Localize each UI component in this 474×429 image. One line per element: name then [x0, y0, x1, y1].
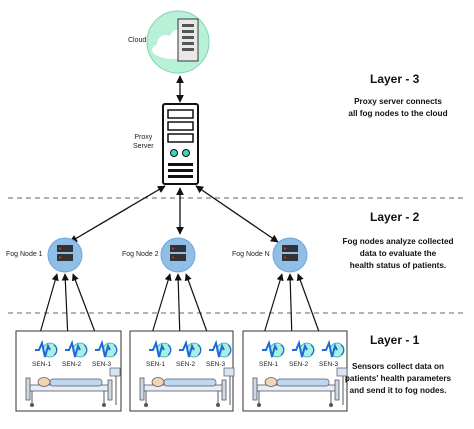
arrow-proxy-fog1 — [69, 185, 166, 243]
fog-node-n-label: Fog Node N — [232, 251, 270, 258]
layer-2-desc-line: data to evaluate the — [359, 249, 437, 258]
sensor-label: SEN-1 — [32, 361, 52, 368]
sensor-label: SEN-2 — [62, 361, 82, 368]
sensor-label: SEN-3 — [92, 361, 112, 368]
layer-1-desc-line: and send it to fog nodes. — [349, 386, 447, 395]
layer-3-desc: Proxy server connects all fog nodes to t… — [318, 96, 474, 120]
layer-2-title: Layer - 2 — [370, 210, 420, 224]
layer-2-desc-line: health status of patients. — [349, 261, 447, 270]
layer-1-title: Layer - 1 — [370, 333, 420, 347]
sensor-arrows-group-2 — [149, 273, 211, 341]
sensor-arrows-group-1 — [37, 273, 99, 341]
proxy-label-line1: Proxy — [134, 134, 153, 141]
sensor-icon — [209, 339, 232, 358]
patient-bed-icon — [25, 367, 121, 407]
layer-1-desc-line: patients' health parameters — [344, 374, 452, 383]
sensor-icon — [149, 339, 172, 358]
sensor-label: SEN-3 — [206, 361, 226, 368]
layer-2-desc: Fog nodes analyze collected data to eval… — [318, 236, 474, 272]
sensor-icon — [179, 339, 202, 358]
proxy-server-label: Proxy Server — [133, 133, 154, 151]
proxy-server-icon — [162, 103, 199, 185]
layer-3-desc-line: Proxy server connects — [354, 97, 442, 106]
sensor-label: SEN-2 — [176, 361, 196, 368]
sensor-icon — [262, 339, 285, 358]
patient-bed-icon — [139, 367, 235, 407]
proxy-label-line2: Server — [133, 143, 154, 150]
sensor-icon — [65, 339, 88, 358]
layer-3-title: Layer - 3 — [370, 72, 420, 86]
cloud-icon — [146, 10, 210, 74]
sensor-icon — [95, 339, 118, 358]
sensor-icon — [322, 339, 345, 358]
sensor-label: SEN-1 — [259, 361, 279, 368]
layer-1-desc: Sensors collect data on patients' health… — [318, 361, 474, 397]
fog-node-2-label: Fog Node 2 — [122, 251, 159, 258]
fog-node-1-icon — [47, 237, 83, 273]
fog-node-2-icon — [160, 237, 196, 273]
sensor-label: SEN-1 — [146, 361, 166, 368]
cloud-label: Cloud — [128, 37, 147, 44]
layer-3-desc-line: all fog nodes to the cloud — [348, 109, 448, 118]
sensor-arrows-group-3 — [261, 273, 323, 341]
fog-node-1-label: Fog Node 1 — [6, 251, 43, 258]
layer-1-desc-line: Sensors collect data on — [352, 362, 444, 371]
patient-bed-icon — [252, 367, 348, 407]
sensor-label: SEN-3 — [319, 361, 339, 368]
arrow-proxy-fogN — [195, 185, 279, 243]
sensor-icon — [292, 339, 315, 358]
sensor-icon — [35, 339, 58, 358]
fog-node-n-icon — [272, 237, 308, 273]
sensor-label: SEN-2 — [289, 361, 309, 368]
layer-2-desc-line: Fog nodes analyze collected — [342, 237, 454, 246]
